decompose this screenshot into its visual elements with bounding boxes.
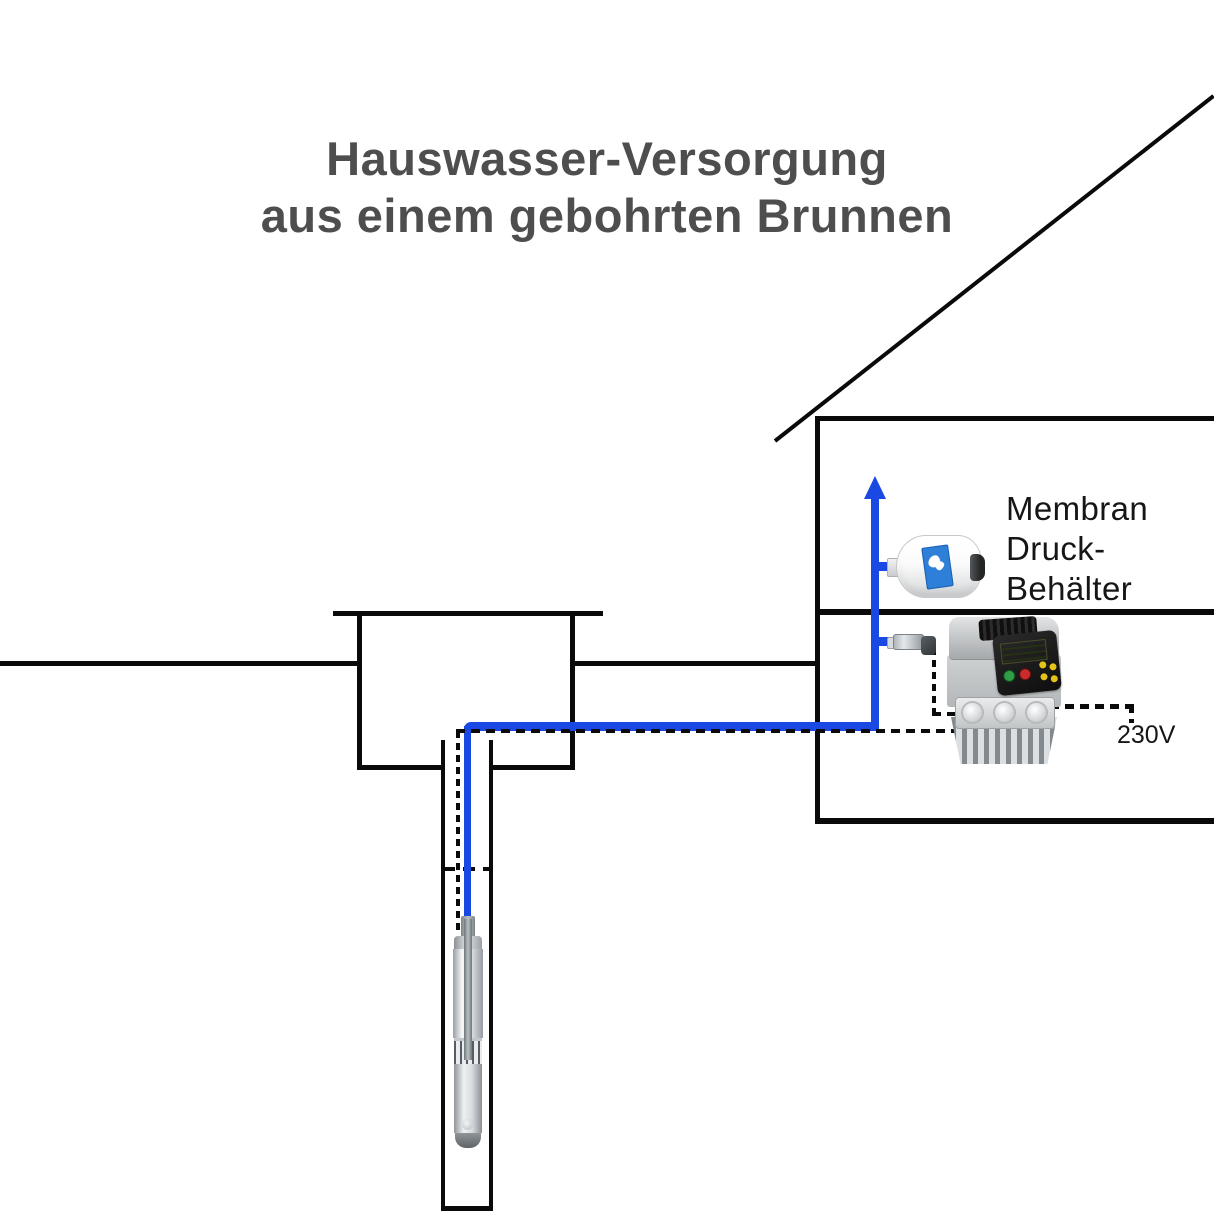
controller-menu-button [1049,662,1057,671]
pressure-sensor-fitting-icon [893,634,924,650]
tank-brand-sticker [921,544,954,590]
main-horizontal-pipe [464,722,879,731]
bore-riser-pipe [464,726,471,924]
title-line-2: aus einem gebohrten Brunnen [260,189,954,242]
controller-control-panel [992,629,1062,697]
ground-line-left [0,661,361,666]
membrane-pressure-tank-icon [887,535,985,598]
cable-gland [963,703,982,722]
house-basement-floor-line [815,818,1214,824]
sensor-branch-stub [879,637,893,646]
house-riser-pipe [871,496,879,731]
power-cable-horizontal [1050,704,1134,709]
cable-gland [1027,703,1046,722]
pump-cable-horizontal-segment [456,729,1040,733]
controller-menu-button [1040,672,1048,681]
well-pit-bottom-right [489,765,575,770]
bore-casing-right-wall [489,740,493,1210]
sensor-cable-vertical [932,648,936,716]
diagram-title: Hauswasser-Versorgung aus einem gebohrte… [0,130,1214,244]
pump-cable-bore-segment [456,731,460,932]
tank-branch-stub [879,562,893,571]
pump-cable-guard [464,919,472,1060]
ground-line-right [573,661,817,666]
controller-cable-glands [955,697,1055,729]
house-left-wall [815,416,820,822]
well-pit-lid-line [333,611,603,616]
flow-arrow-icon [864,476,886,499]
bore-casing-left-wall [441,740,445,1210]
house-floor-line [815,609,1214,615]
title-line-1: Hauswasser-Versorgung [326,132,888,185]
pump-controller-icon [945,616,1063,764]
cable-gland [995,703,1014,722]
power-cable-drop [1129,704,1134,723]
well-pit-right-wall [570,611,575,769]
bore-bottom-line [441,1206,493,1211]
pressure-tank-label: Membran Druck- Behälter [1006,490,1149,607]
sensor-cable-elbow [921,636,936,655]
well-pit-bottom-left [357,765,445,770]
pump-bottom-cap [455,1133,481,1148]
controller-menu-button [1050,674,1059,683]
well-pit-left-wall [357,611,362,769]
tank-end-cap [970,554,985,581]
submersible-well-pump-icon [453,916,483,1148]
controller-menu-button [1038,661,1047,669]
power-voltage-label: 230V [1117,721,1176,749]
controller-stop-button [1019,668,1031,680]
pump-motor-badge [462,1119,473,1130]
controller-start-button [1003,670,1015,682]
house-ceiling-line [815,416,1214,421]
